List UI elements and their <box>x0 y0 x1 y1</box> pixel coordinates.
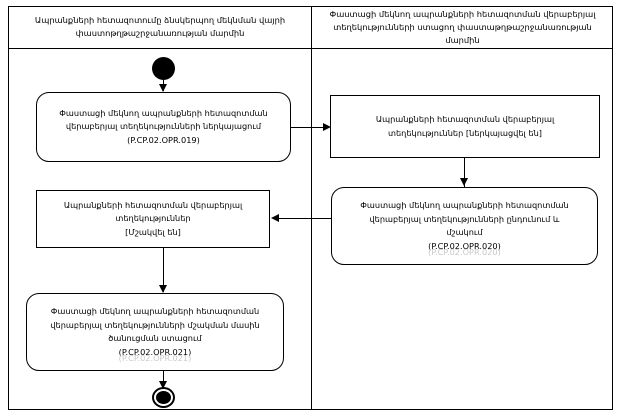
object-node-presented-line2: տեղեկություններ [ներկայացվել են] <box>388 127 542 138</box>
object-node-processed-line1: Ապրանքների հետազոտման վերաբերյալ <box>63 199 243 210</box>
action-node-opr019-code: (P.CP.02.OPR.019) <box>127 134 200 145</box>
arrowhead-action020-to-object-processed <box>271 214 279 222</box>
action-node-opr020[interactable]: Փաստացի մեկնող ապրանքների հետազոտման վեր… <box>331 187 598 265</box>
action-node-opr019-line1: Փաստացի մեկնող ապրանքների հետազոտման <box>59 107 268 118</box>
action-node-opr019[interactable]: Փաստացի մեկնող ապրանքների հետազոտման վեր… <box>36 92 291 162</box>
swimlane-divider <box>311 6 312 410</box>
arrowhead-start-to-action019 <box>159 84 167 92</box>
flow-object-processed-to-action021 <box>163 248 164 292</box>
object-node-processed-line2: տեղեկություններ <box>115 213 191 224</box>
flow-action019-to-object-presented <box>291 127 329 128</box>
action-node-opr021-line1: Փաստացի մեկնող ապրանքների հետազոտման <box>50 306 260 316</box>
object-node-processed[interactable]: Ապրանքների հետազոտման վերաբերյալ տեղեկու… <box>36 190 270 248</box>
action-node-opr021-text: Փաստացի մեկնող ապրանքների հետազոտման վեր… <box>35 305 275 359</box>
object-node-processed-text: Ապրանքների հետազոտման վերաբերյալ տեղեկու… <box>45 199 261 240</box>
diagram-frame <box>8 6 613 410</box>
action-node-opr020-line3: մշակում <box>446 227 483 237</box>
action-node-opr021-code: (P.CP.02.OPR.021) <box>118 346 192 357</box>
action-node-opr021-line3: ծանուցման ստացում <box>108 333 202 343</box>
flow-object-presented-to-action020 <box>464 158 465 190</box>
action-node-opr020-code: (P.CP.02.OPR.020) <box>428 240 501 251</box>
lane-header-separator <box>8 48 613 49</box>
arrowhead-object-processed-to-action021 <box>159 285 167 293</box>
object-node-presented-text: Ապրանքների հետազոտման վերաբերյալ տեղեկու… <box>339 113 591 140</box>
arrowhead-action019-to-object-presented <box>323 123 331 131</box>
action-node-opr021[interactable]: Փաստացի մեկնող ապրանքների հետազոտման վեր… <box>26 293 284 371</box>
swimlane-title-left: Ապրանքների հետազոտումը ձնսկերպող մեկնման… <box>34 15 286 38</box>
initial-node[interactable] <box>152 57 175 80</box>
action-node-opr020-line1: Փաստացի մեկնող ապրանքների հետազոտման <box>360 200 569 210</box>
action-node-opr020-line2: վերաբերյալ տեղեկությունների ընդունում և <box>369 213 560 224</box>
flow-action021-to-final <box>163 371 164 389</box>
object-node-processed-state: [Մշակվել են] <box>125 226 181 237</box>
final-node[interactable] <box>152 387 175 408</box>
action-node-opr020-text: Փաստացի մեկնող ապրանքների հետազոտման վեր… <box>340 199 589 253</box>
action-node-opr019-text: Փաստացի մեկնող ապրանքների հետազոտման վեր… <box>45 107 282 148</box>
flow-action020-to-object-processed <box>278 218 332 219</box>
swimlane-title-right: Փաստացի մեկնող ապրանքների հետազոտման վեր… <box>329 8 596 45</box>
arrowhead-action021-to-final <box>159 381 167 389</box>
object-node-presented-line1: Ապրանքների հետազոտման վերաբերյալ <box>375 114 555 124</box>
arrowhead-object-presented-to-action020 <box>460 178 468 186</box>
object-node-presented[interactable]: Ապրանքների հետազոտման վերաբերյալ տեղեկու… <box>330 95 600 158</box>
action-node-opr019-line2: վերաբերյալ տեղեկությունների ներկայացում <box>65 121 262 132</box>
action-node-opr021-line2: վերաբերյալ տեղեկությունների մշակման մասի… <box>50 319 260 330</box>
